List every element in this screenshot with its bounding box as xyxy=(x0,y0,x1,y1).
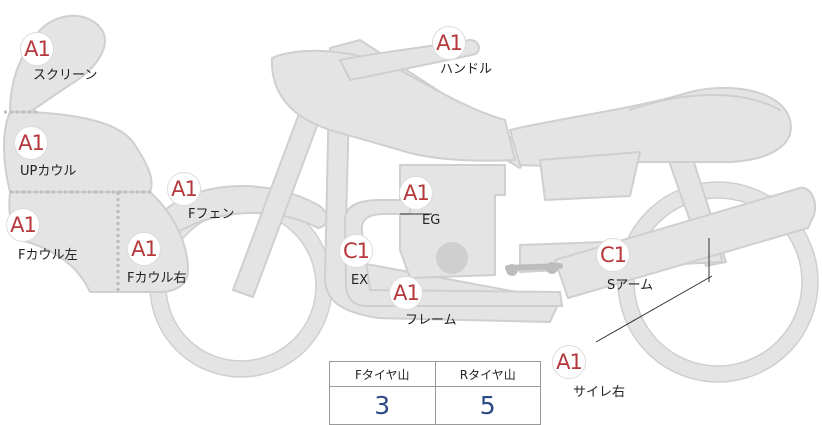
seat xyxy=(509,86,792,169)
grade-badge-frame: A1 xyxy=(389,276,423,310)
fuel-tank xyxy=(270,49,516,162)
label-front-cowl-right: Fカウル右 xyxy=(127,271,187,286)
label-silencer-right: サイレ右 xyxy=(573,385,626,400)
label-front-fender: Fフェン xyxy=(188,207,235,222)
rear-tread-value: 5 xyxy=(434,386,541,425)
grade-badge-handle: A1 xyxy=(432,26,466,60)
exhaust-shape xyxy=(344,199,563,307)
label-frame: フレーム xyxy=(405,313,457,328)
grade-badge-engine: A1 xyxy=(399,176,433,210)
label-front-cowl-left: Fカウル左 xyxy=(18,248,78,263)
grade-badge-exhaust: C1 xyxy=(339,234,373,268)
grade-badge-silencer-right: A1 xyxy=(552,345,586,379)
grade-badge-swing-arm: C1 xyxy=(596,238,630,272)
label-engine: EG xyxy=(422,213,441,228)
label-handle: ハンドル xyxy=(440,62,493,77)
front-tread-header: Fタイヤ山 xyxy=(329,361,436,387)
label-swing-arm: Sアーム xyxy=(607,278,654,293)
grade-badge-front-cowl-right: A1 xyxy=(127,232,161,266)
front-tread-value: 3 xyxy=(329,386,436,425)
grade-badge-front-cowl-left: A1 xyxy=(6,208,40,242)
tire-tread-table: Fタイヤ山 Rタイヤ山 3 5 xyxy=(329,361,541,425)
label-screen: スクリーン xyxy=(33,68,98,83)
rear-tread-header: Rタイヤ山 xyxy=(434,361,541,387)
label-exhaust: EX xyxy=(351,273,369,288)
screen-shape xyxy=(9,14,106,113)
grade-badge-up-cowl: A1 xyxy=(14,126,48,160)
grade-badge-screen: A1 xyxy=(20,32,54,66)
label-up-cowl: UPカウル xyxy=(20,164,77,179)
grade-badge-front-fender: A1 xyxy=(167,172,201,206)
